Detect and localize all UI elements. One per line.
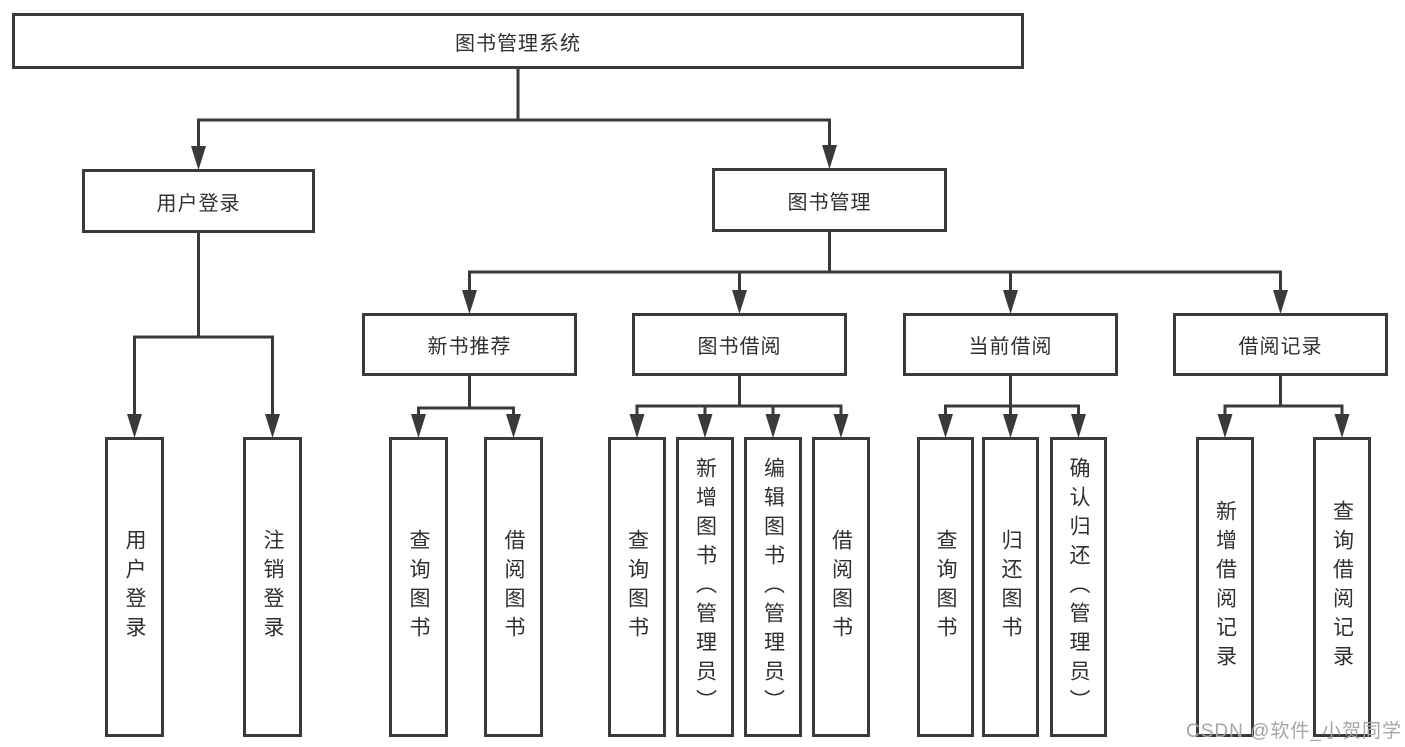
arrowhead-icon bbox=[732, 290, 747, 314]
arrowhead-icon bbox=[833, 414, 849, 438]
node-label-borrow-records: 借阅记录 bbox=[1238, 336, 1323, 358]
arrowhead-icon bbox=[1071, 414, 1086, 438]
arrowhead-icon bbox=[1003, 290, 1018, 314]
arrowhead-icon bbox=[1217, 414, 1233, 438]
node-label-logout: 注销登录 bbox=[261, 529, 284, 645]
node-bb-add: 新增图书（管理员） bbox=[676, 437, 734, 737]
arrowhead-icon bbox=[1003, 414, 1018, 438]
node-label-user-login: 用户登录 bbox=[156, 192, 241, 215]
node-logout: 注销登录 bbox=[243, 437, 302, 737]
arrowhead-icon bbox=[191, 146, 206, 170]
node-cb-query: 查询图书 bbox=[917, 437, 974, 737]
node-label-bb-edit: 编辑图书（管理员） bbox=[761, 456, 785, 718]
arrowhead-icon bbox=[822, 145, 837, 169]
arrowhead-icon bbox=[506, 414, 521, 438]
node-new-books: 新书推荐 bbox=[362, 313, 577, 376]
node-label-rec-borrow: 借阅图书 bbox=[502, 529, 525, 645]
arrowhead-icon bbox=[697, 414, 713, 438]
node-br-add: 新增借阅记录 bbox=[1196, 437, 1254, 737]
node-label-rec-query: 查询图书 bbox=[407, 529, 430, 645]
node-br-query: 查询借阅记录 bbox=[1313, 437, 1371, 737]
node-label-br-add: 新增借阅记录 bbox=[1213, 500, 1237, 674]
arrowhead-icon bbox=[1334, 414, 1350, 438]
node-bb-borrow: 借阅图书 bbox=[812, 437, 870, 737]
arrowhead-icon bbox=[265, 414, 280, 438]
node-label-cb-confirm: 确认归还（管理员） bbox=[1067, 456, 1090, 718]
node-label-bb-query: 查询图书 bbox=[625, 529, 649, 645]
node-book-borrow: 图书借阅 bbox=[632, 313, 847, 376]
node-label-book-borrow: 图书借阅 bbox=[697, 336, 782, 358]
node-label-cb-return: 归还图书 bbox=[999, 529, 1022, 645]
node-cb-confirm: 确认归还（管理员） bbox=[1050, 437, 1107, 737]
node-cb-return: 归还图书 bbox=[982, 437, 1039, 737]
node-borrow-records: 借阅记录 bbox=[1173, 313, 1388, 376]
node-label-current-borrow: 当前借阅 bbox=[968, 336, 1053, 358]
node-label-new-books: 新书推荐 bbox=[427, 336, 512, 358]
arrowhead-icon bbox=[1273, 290, 1288, 314]
node-label-bb-add: 新增图书（管理员） bbox=[693, 456, 717, 718]
arrowhead-icon bbox=[938, 414, 953, 438]
node-rec-borrow: 借阅图书 bbox=[484, 437, 543, 737]
node-book-mgmt: 图书管理 bbox=[712, 168, 947, 232]
node-label-book-mgmt: 图书管理 bbox=[787, 191, 872, 214]
watermark: CSDN @软件_小贺同学 bbox=[1186, 721, 1402, 742]
arrowhead-icon bbox=[462, 290, 477, 314]
node-bb-edit: 编辑图书（管理员） bbox=[744, 437, 802, 737]
node-current-borrow: 当前借阅 bbox=[903, 313, 1118, 376]
node-label-br-query: 查询借阅记录 bbox=[1330, 500, 1354, 674]
node-label-login-user: 用户登录 bbox=[123, 529, 146, 645]
arrowhead-icon bbox=[127, 414, 142, 438]
node-rec-query: 查询图书 bbox=[389, 437, 448, 737]
node-root: 图书管理系统 bbox=[12, 13, 1024, 69]
node-label-bb-borrow: 借阅图书 bbox=[829, 529, 853, 645]
node-label-cb-query: 查询图书 bbox=[934, 529, 957, 645]
node-label-root: 图书管理系统 bbox=[455, 32, 581, 55]
node-login-user: 用户登录 bbox=[105, 437, 164, 737]
node-bb-query: 查询图书 bbox=[608, 437, 666, 737]
arrowhead-icon bbox=[765, 414, 781, 438]
arrowhead-icon bbox=[411, 414, 426, 438]
arrowhead-icon bbox=[629, 414, 645, 438]
node-user-login: 用户登录 bbox=[82, 169, 315, 233]
